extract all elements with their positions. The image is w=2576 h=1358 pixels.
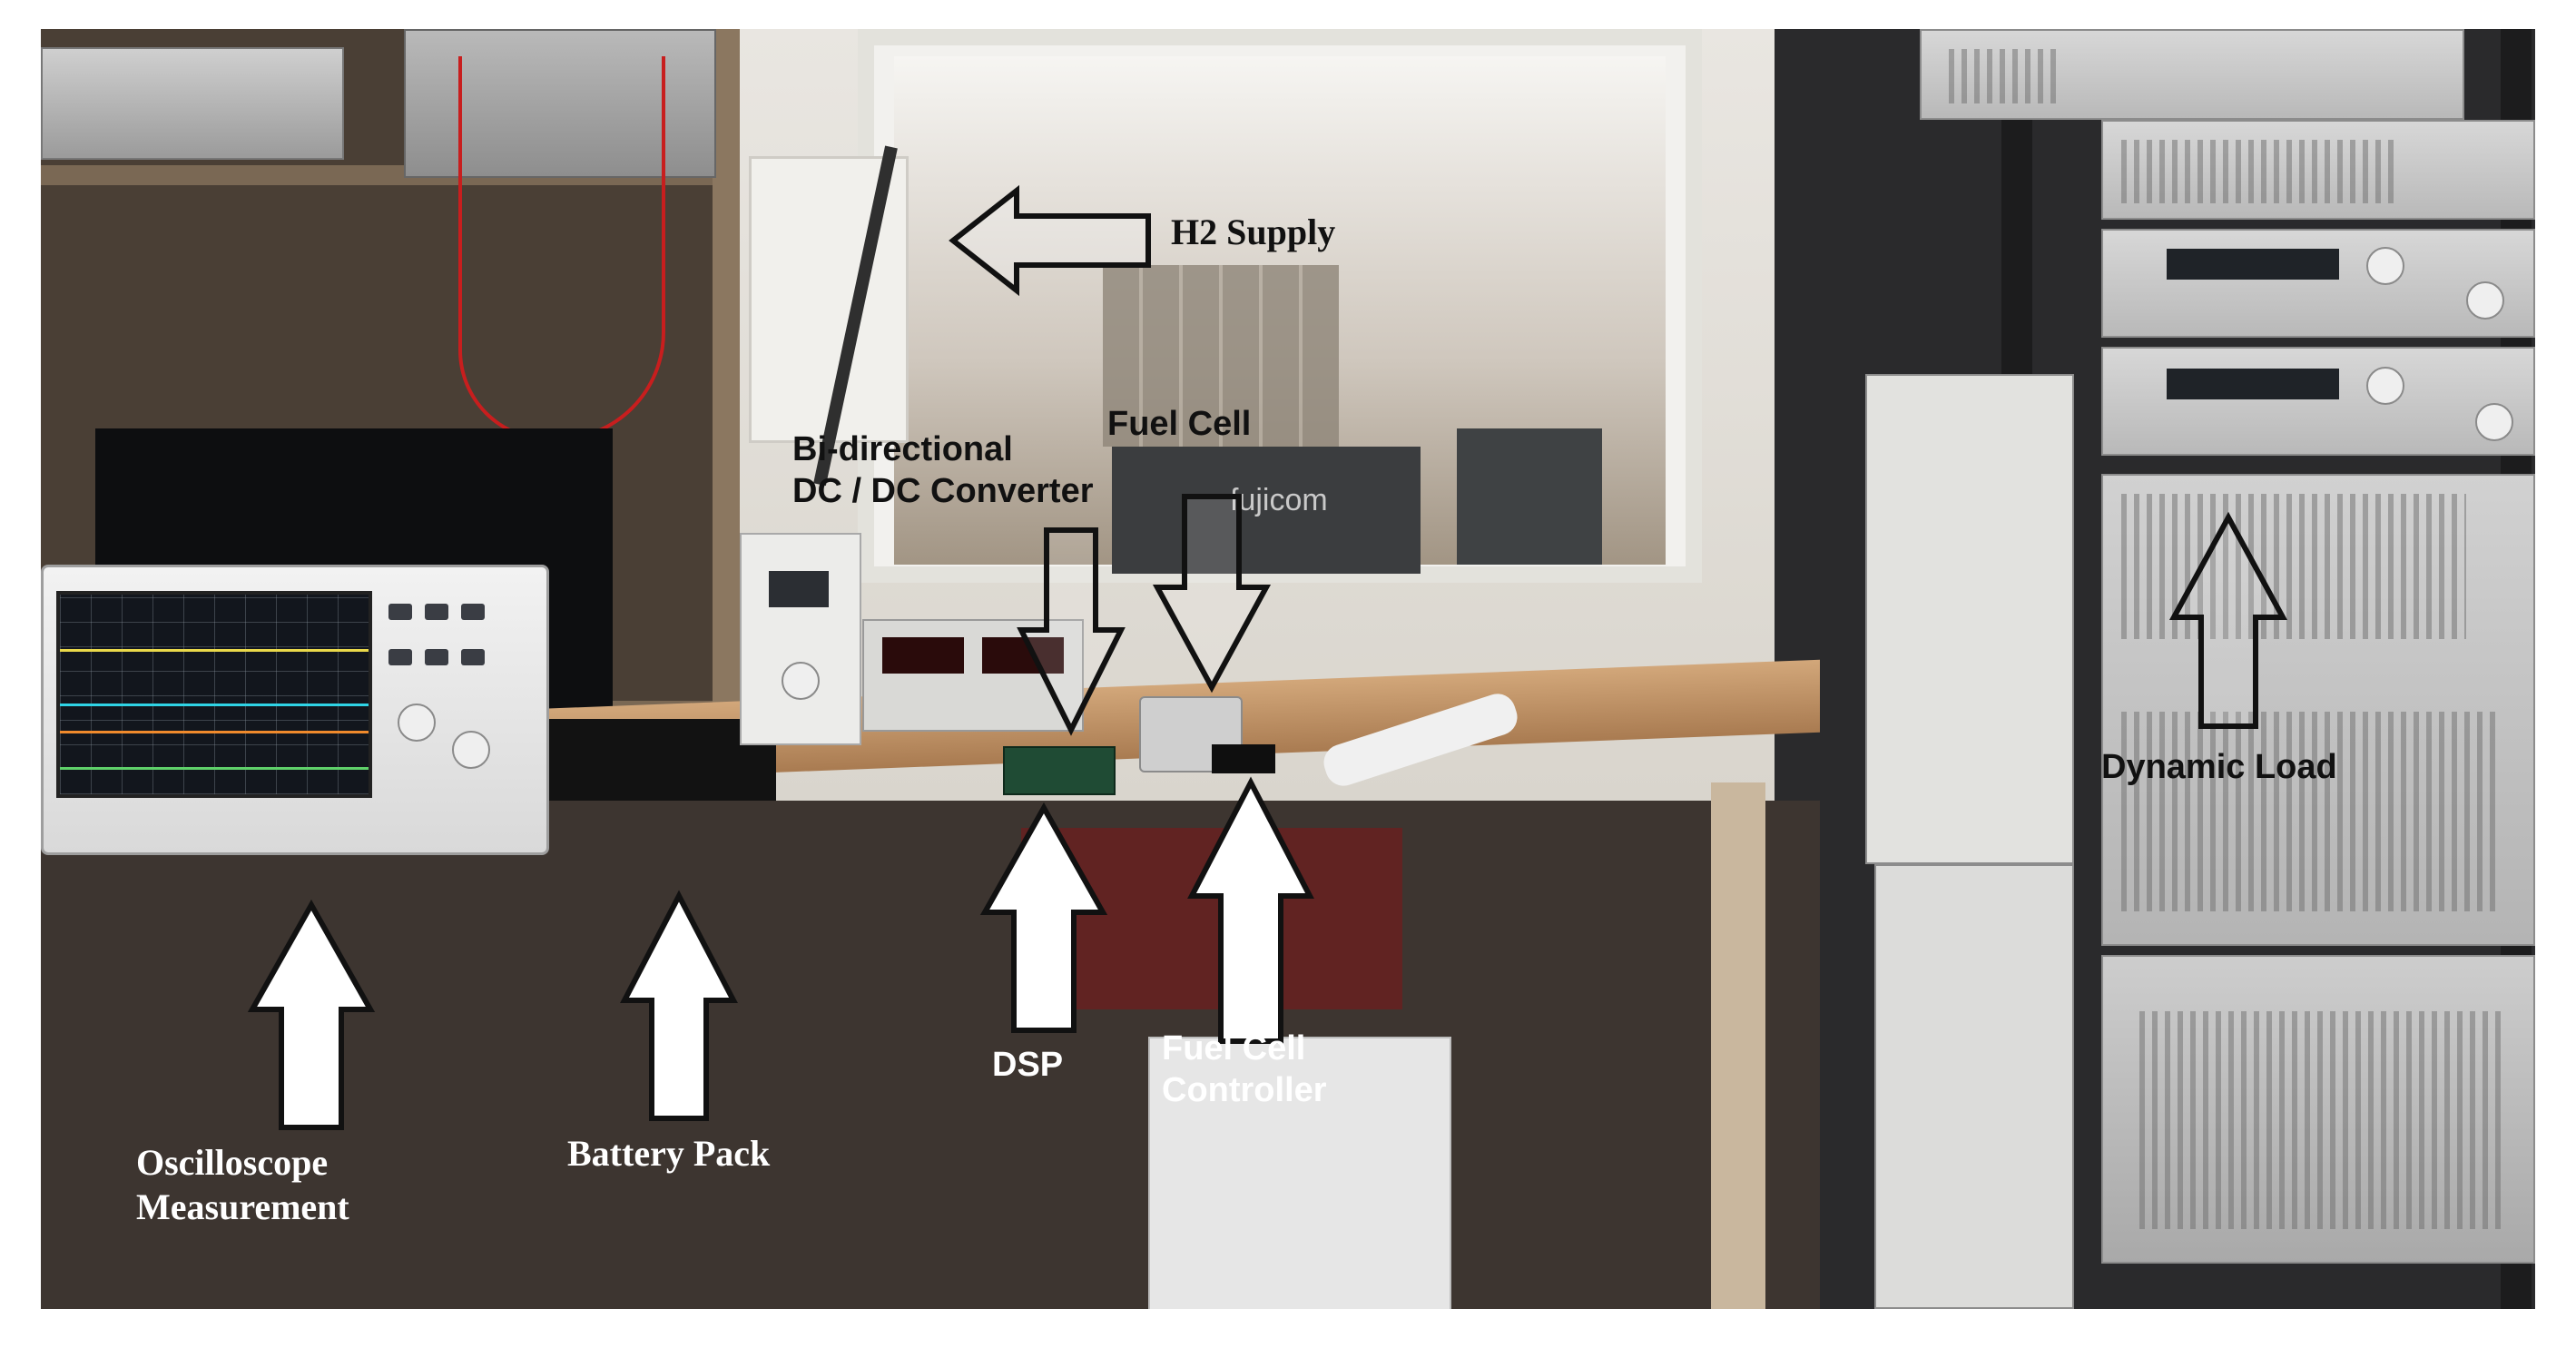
oscilloscope-button (461, 649, 485, 665)
programmable-load-module (2101, 229, 2535, 338)
battery-pack-box (549, 719, 776, 801)
oscilloscope-button (425, 649, 448, 665)
rack-vent (2121, 140, 2394, 203)
load-bank (2101, 955, 2535, 1264)
knob (2466, 281, 2504, 320)
background-machine (1457, 428, 1602, 565)
converter-display (769, 571, 829, 607)
rack-unit (1920, 29, 2464, 120)
background-machine: fujicom (1112, 447, 1421, 574)
dsp-board (1003, 746, 1116, 795)
rack-vent (2139, 1011, 2502, 1229)
trace-green (60, 767, 369, 770)
oscilloscope-grid (60, 595, 369, 794)
fuel-cell-arrow (1152, 494, 1272, 694)
oscilloscope (41, 565, 549, 855)
oscilloscope-button (388, 604, 412, 620)
knob (452, 731, 490, 769)
fuel-cell-controller-label: Fuel Cell Controller (1162, 1029, 1327, 1110)
trace-yellow (60, 649, 369, 652)
dsp-label: DSP (992, 1046, 1064, 1084)
dynamic-load-label: Dynamic Load (2101, 748, 2337, 786)
lower-cabinet (1874, 864, 2074, 1309)
rack-display (2167, 249, 2339, 280)
oscilloscope-button (461, 604, 485, 620)
supply-display (982, 637, 1064, 674)
rack-display (2167, 369, 2339, 399)
converter-label: Bi-directional DC / DC Converter (792, 430, 1094, 511)
fuel-cell-label: Fuel Cell (1107, 405, 1252, 443)
oscilloscope-button (425, 604, 448, 620)
fuel-cell-controller-arrow (1187, 776, 1314, 1044)
shelf-post (713, 29, 740, 719)
knob (2366, 367, 2404, 405)
converter-unit (740, 533, 861, 745)
oscilloscope-screen (56, 591, 372, 798)
knob (2475, 403, 2513, 441)
battery-pack-label: Battery Pack (567, 1133, 771, 1174)
equipment-rack (1775, 29, 2535, 1309)
supply-display (882, 637, 964, 674)
floor-cabinet (1148, 1037, 1451, 1309)
oscilloscope-arrow (247, 899, 376, 1130)
drawer-cabinet (1103, 265, 1339, 447)
converter-arrow (1017, 527, 1126, 736)
trace-cyan (60, 704, 369, 706)
desk-leg (1711, 782, 1765, 1309)
rack-unit (2101, 120, 2535, 220)
knob (2366, 247, 2404, 285)
side-cabinet (1865, 374, 2074, 864)
oscilloscope-button (388, 649, 412, 665)
h2-supply-arrow (949, 184, 1151, 297)
programmable-load-module (2101, 347, 2535, 456)
knob (782, 662, 820, 700)
signal-generator (41, 47, 344, 160)
rack-vent (2121, 712, 2502, 911)
trace-orange (60, 731, 369, 733)
oscilloscope-label: Oscilloscope Measurement (136, 1142, 349, 1227)
red-wire (458, 56, 665, 441)
h2-supply-label: H2 Supply (1171, 212, 1336, 252)
lab-setup-photo: fujicom (41, 29, 2535, 1309)
window-logo: fujicom (1230, 483, 1328, 517)
dsp-arrow (979, 802, 1108, 1033)
dynamic-load-unit (2101, 474, 2535, 946)
battery-pack-arrow (620, 890, 738, 1121)
fuel-cell-controller-box (1212, 744, 1275, 773)
rack-vent (1949, 49, 2058, 103)
knob (398, 704, 436, 742)
dynamic-load-arrow (2168, 511, 2288, 729)
